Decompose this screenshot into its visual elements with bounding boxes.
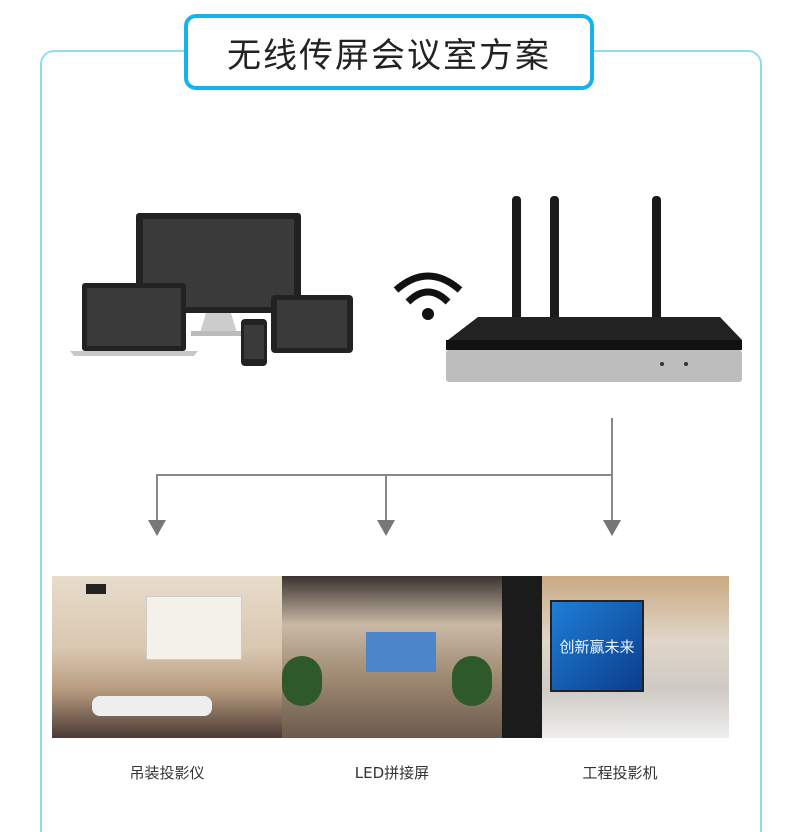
title-box: 无线传屏会议室方案: [184, 14, 594, 90]
arrow-down-icon: [148, 520, 166, 536]
led-wall-photo: [282, 576, 502, 738]
antenna-icon: [550, 196, 559, 336]
ceiling-projector-photo: [52, 576, 282, 738]
antenna-icon: [652, 196, 661, 336]
projection-screen: 创新赢未来: [550, 600, 644, 692]
devices-illustration: [70, 213, 353, 366]
output-label-led-wall: LED拼接屏: [354, 764, 430, 782]
output-label-engineering-projector: 工程投影机: [582, 764, 658, 782]
phone-icon: [241, 319, 267, 366]
connector-line: [611, 418, 613, 474]
antenna-icon: [512, 196, 521, 336]
arrow-down-icon: [603, 520, 621, 536]
tablet-icon: [271, 295, 353, 353]
wifi-icon: [393, 272, 463, 320]
connector-line: [156, 474, 613, 476]
connector-line: [385, 474, 387, 522]
connector-line: [156, 474, 158, 522]
page-title: 无线传屏会议室方案: [227, 35, 551, 76]
wireless-receiver-router: [446, 196, 742, 382]
arrow-down-icon: [377, 520, 395, 536]
laptop-icon: [70, 283, 198, 356]
engineering-projector-photo: 创新赢未来: [502, 576, 729, 738]
output-label-ceiling-projector: 吊装投影仪: [129, 764, 205, 782]
connector-line: [611, 474, 613, 522]
